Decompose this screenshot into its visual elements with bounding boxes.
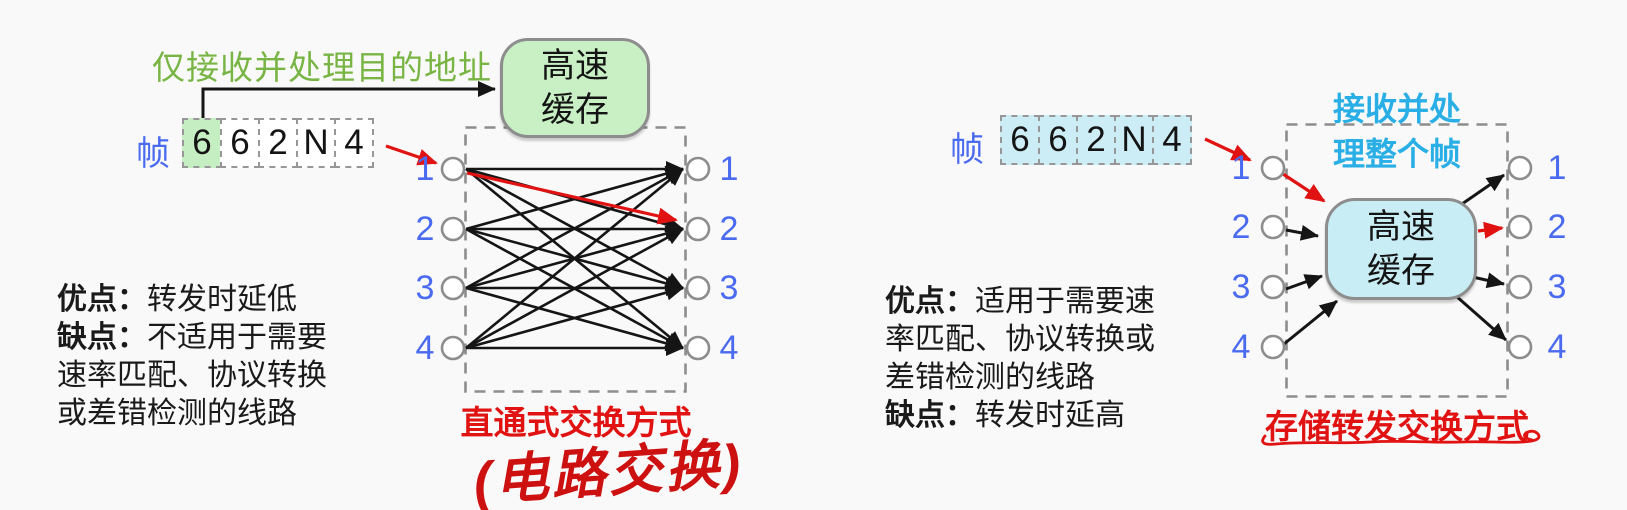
frame-cell: N xyxy=(296,118,336,168)
left-dest-address-arrow xyxy=(201,81,496,119)
right-in-port-2: 2 xyxy=(1231,208,1251,246)
cache-label-line1: 高速 xyxy=(1367,208,1435,246)
left-cache-box: 高速 缓存 xyxy=(500,38,650,138)
frame-cell: 6 xyxy=(220,118,260,168)
note-line: 率匹配、协议转换或 xyxy=(885,323,1155,356)
frame-cell: 4 xyxy=(1152,115,1192,165)
frame-cell: 4 xyxy=(334,118,374,168)
left-switch-fabric-box xyxy=(464,126,687,393)
left-out-port-2: 2 xyxy=(719,210,739,248)
left-port-circles xyxy=(440,156,711,361)
right-out-port-4: 4 xyxy=(1547,328,1567,366)
cache-label-line1: 高速 xyxy=(541,47,609,85)
frame-cell: 6 xyxy=(182,118,222,168)
cache-label-line2: 缓存 xyxy=(541,91,609,129)
right-port1-to-cache-arrow xyxy=(1282,172,1326,203)
right-in-port-1: 1 xyxy=(1231,149,1251,187)
frame-cell: 2 xyxy=(1076,115,1116,165)
note-line: 优点：适用于需要速 xyxy=(885,283,1155,321)
left-frame: 6 6 2 N 4 xyxy=(182,118,374,168)
left-in-port-1: 1 xyxy=(415,150,435,188)
left-port1-to-out2-arrow xyxy=(466,171,678,225)
left-in-port-2: 2 xyxy=(415,210,435,248)
right-out-port-2: 2 xyxy=(1547,208,1567,246)
left-crossbar-mesh xyxy=(465,161,684,356)
pros-label: 优点： xyxy=(57,283,147,316)
right-out-port-3: 3 xyxy=(1547,268,1567,306)
cons-label: 缺点： xyxy=(57,321,147,354)
left-in-port-3: 3 xyxy=(415,269,435,307)
frame-cell: 6 xyxy=(1000,115,1040,165)
right-frame: 6 6 2 N 4 xyxy=(1000,115,1192,165)
pros-label: 优点： xyxy=(885,285,975,318)
right-cache-to-out2-arrow xyxy=(1477,221,1504,239)
right-out-port-1: 1 xyxy=(1547,149,1567,187)
right-in-port-4: 4 xyxy=(1231,328,1251,366)
right-annotation-line2: 理整个帧 xyxy=(1332,136,1461,172)
left-in-port-4: 4 xyxy=(415,329,435,367)
cons-text: 不适用于需要 xyxy=(147,321,327,354)
cons-text: 转发时延高 xyxy=(975,399,1125,432)
frame-cell: 2 xyxy=(258,118,298,168)
left-out-port-3: 3 xyxy=(719,269,739,307)
note-line: 缺点：转发时延高 xyxy=(885,397,1155,435)
right-frame-label: 帧 xyxy=(950,131,984,169)
left-annotation: 仅接收并处理目的地址 xyxy=(152,49,492,86)
pros-text: 转发时延低 xyxy=(147,283,297,316)
right-caption: 存储转发交换方式 xyxy=(1265,408,1529,445)
note-line: 速率匹配、协议转换 xyxy=(57,359,327,392)
left-pros-cons: 优点：转发时延低 缺点：不适用于需要 速率匹配、协议转换 或差错检测的线路 xyxy=(57,281,327,433)
left-caption: 直通式交换方式 xyxy=(460,404,692,441)
right-pros-cons: 优点：适用于需要速 率匹配、协议转换或 差错检测的线路 缺点：转发时延高 xyxy=(885,283,1155,435)
left-frame-label: 帧 xyxy=(136,135,170,173)
right-in-port-3: 3 xyxy=(1231,268,1251,306)
note-line: 或差错检测的线路 xyxy=(57,397,297,430)
cons-label: 缺点： xyxy=(885,399,975,432)
frame-cell: 6 xyxy=(1038,115,1078,165)
left-out-port-4: 4 xyxy=(719,329,739,367)
pros-text: 适用于需要速 xyxy=(975,285,1155,318)
cache-label-line2: 缓存 xyxy=(1367,252,1435,290)
note-line: 优点：转发时延低 xyxy=(57,281,327,319)
frame-cell: N xyxy=(1114,115,1154,165)
right-annotation-line1: 接收并处 xyxy=(1332,91,1461,127)
note-line: 缺点：不适用于需要 xyxy=(57,319,327,357)
note-line: 差错检测的线路 xyxy=(885,361,1095,394)
left-out-port-1: 1 xyxy=(719,150,739,188)
right-cache-box: 高速 缓存 xyxy=(1325,198,1477,300)
